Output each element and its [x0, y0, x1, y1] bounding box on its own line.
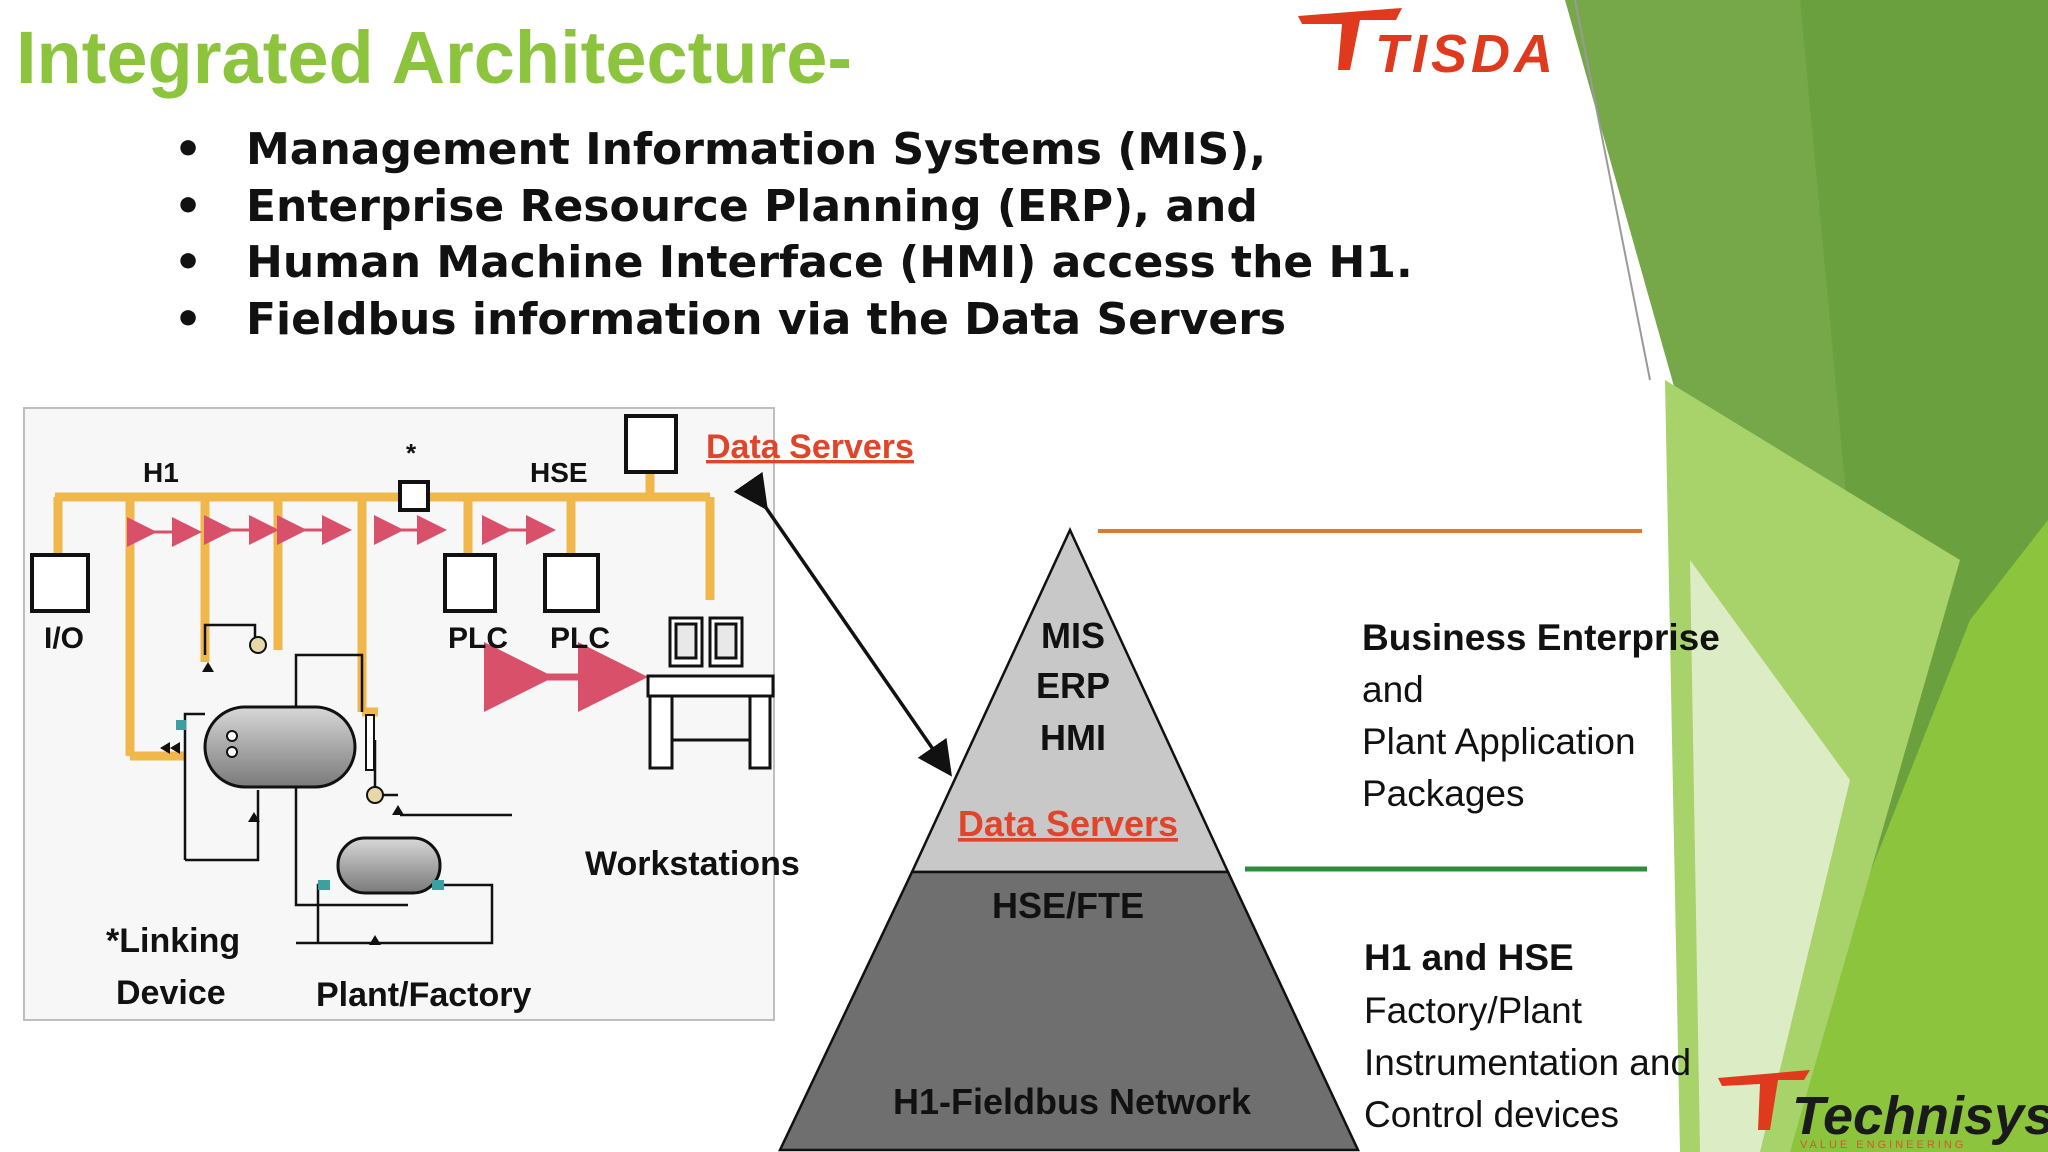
plant-factory-label: Plant/Factory	[316, 976, 531, 1014]
bullet-text: Fieldbus information via the Data Server…	[246, 293, 1287, 345]
linking-marker-label: *	[406, 438, 417, 468]
field-line-1: H1 and HSE	[1364, 937, 1574, 978]
pyramid-bottom-section	[778, 870, 1360, 1152]
linking-device-label-line1: *Linking	[106, 922, 240, 960]
plc-box-2	[543, 553, 600, 613]
technisys-logo-text: Technisys	[1792, 1086, 2048, 1146]
business-line-1: Business Enterprise	[1362, 617, 1720, 658]
bullet-item: • Enterprise Resource Planning (ERP), and	[160, 179, 1413, 236]
bullet-dot-icon: •	[174, 180, 203, 232]
tank-small	[336, 836, 442, 895]
bullet-item: • Management Information Systems (MIS),	[160, 122, 1413, 179]
business-line-3: Plant Application	[1362, 721, 1636, 762]
pyramid-data-servers-label: Data Servers	[958, 803, 1178, 844]
slide-title: Integrated Architecture-	[16, 16, 853, 99]
hse-bus-label: HSE	[530, 457, 588, 488]
business-level-text: Business Enterprise and Plant Applicatio…	[1362, 617, 1720, 814]
pyramid-mis-label: MIS	[1041, 615, 1105, 656]
tank-large	[203, 705, 357, 789]
level-gauge-icon	[365, 714, 375, 771]
data-server-box	[624, 414, 678, 474]
linking-device-box	[398, 480, 430, 512]
technisys-tagline: VALUE ENGINEERING	[1800, 1139, 1966, 1151]
io-label: I/O	[44, 622, 84, 655]
tisda-logo-mark	[1298, 8, 1402, 70]
bullet-dot-icon: •	[174, 124, 203, 175]
valve-icon	[248, 812, 260, 822]
valve-icon	[369, 935, 381, 945]
tisda-logo: TISDA	[1298, 8, 1557, 84]
bullet-list: • Management Information Systems (MIS), •…	[160, 122, 1413, 348]
pyramid: MIS ERP HMI Data Servers HSE/FTE H1-Fiel…	[778, 527, 1360, 1152]
bullet-dot-icon: •	[174, 237, 203, 288]
plc-label-1: PLC	[448, 622, 508, 655]
plc-label-2: PLC	[550, 622, 610, 655]
io-box	[30, 553, 90, 613]
deco-thin-line	[1574, 0, 1651, 381]
field-line-2: Factory/Plant	[1364, 990, 1583, 1031]
gauge-icon	[366, 786, 384, 804]
h1-bus-label: H1	[143, 457, 179, 488]
valve-icon	[318, 880, 330, 890]
connection-arrow-icon	[733, 471, 952, 777]
valve-icon	[392, 805, 404, 815]
bullet-dot-icon: •	[174, 293, 203, 345]
technisys-logo: Technisys VALUE ENGINEERING	[1718, 1070, 2048, 1151]
workstations-label: Workstations	[585, 845, 800, 883]
bullet-item: • Human Machine Interface (HMI) access th…	[160, 235, 1413, 292]
business-line-4: Packages	[1362, 773, 1525, 814]
valve-icon	[202, 662, 214, 672]
bullet-text: Management Information Systems (MIS),	[246, 124, 1267, 175]
tisda-logo-text: TISDA	[1375, 24, 1557, 84]
gauge-icon	[249, 636, 267, 654]
business-line-2: and	[1362, 669, 1424, 710]
bus-link-arrows	[127, 515, 556, 547]
valve-icon	[160, 742, 180, 754]
pyramid-erp-label: ERP	[1036, 665, 1110, 706]
network-panel: H1 HSE * Data Servers I/O PLC PLC Workst…	[23, 407, 914, 1021]
linking-device-label-line2: Device	[116, 974, 226, 1012]
pyramid-hse-fte-label: HSE/FTE	[992, 885, 1144, 926]
deco-pale-green-tri	[1690, 560, 1850, 1152]
pyramid-hmi-label: HMI	[1040, 717, 1106, 758]
bullet-text: Enterprise Resource Planning (ERP), and	[246, 180, 1258, 232]
bullet-text: Human Machine Interface (HMI) access the…	[246, 237, 1413, 288]
field-line-3: Instrumentation and	[1364, 1042, 1691, 1083]
plant-process-icon	[160, 623, 512, 945]
pyramid-h1-fieldbus-label: H1-Fieldbus Network	[893, 1081, 1252, 1122]
valve-icon	[176, 720, 186, 730]
technisys-logo-mark	[1718, 1070, 1810, 1130]
data-servers-label: Data Servers	[706, 428, 914, 466]
field-level-text: H1 and HSE Factory/Plant Instrumentation…	[1364, 937, 1691, 1135]
plc-box-1	[443, 553, 497, 613]
field-line-4: Control devices	[1364, 1094, 1619, 1135]
valve-icon	[432, 880, 444, 890]
bullet-item: • Fieldbus information via the Data Serve…	[160, 292, 1413, 349]
